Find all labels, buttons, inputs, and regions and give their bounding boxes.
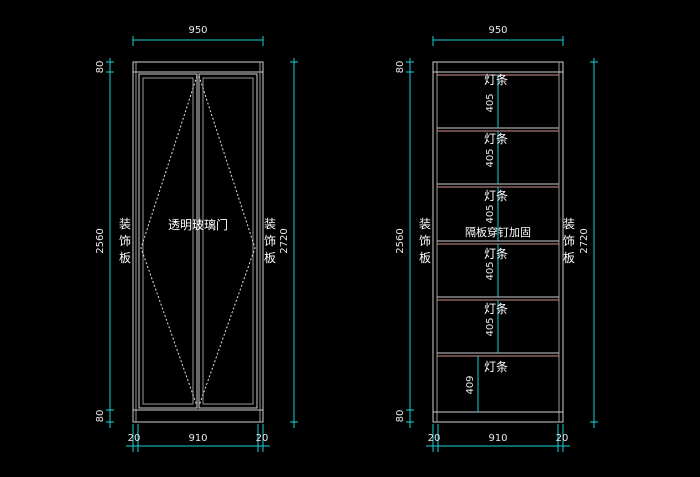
right-total-height-dimension: 2720: [579, 58, 598, 428]
left-cabinet-frame: [132, 61, 264, 423]
svg-text:灯条: 灯条: [484, 360, 508, 374]
svg-text:装: 装: [419, 217, 431, 231]
svg-text:灯条: 灯条: [484, 132, 508, 146]
left-bottom-dimensions: 20 910 20: [126, 424, 270, 452]
right-door-swing-lines: [198, 75, 256, 407]
left-decor-panel-label-left: 装 饰 板: [119, 217, 131, 265]
left-bottom-band-text: 80: [95, 410, 106, 423]
right-decor-panel-label-right: 装 饰 板: [563, 217, 575, 265]
compartment-1-height: 405: [485, 93, 496, 112]
svg-text:2560: 2560: [395, 228, 406, 253]
compartment-3-height: 405: [485, 204, 496, 223]
svg-text:80: 80: [395, 61, 406, 74]
svg-text:饰: 饰: [563, 234, 575, 248]
svg-text:20: 20: [556, 433, 569, 444]
left-door-swing-lines: [140, 75, 198, 407]
right-decor-panel-label-left: 装 饰 板: [419, 217, 431, 265]
svg-text:灯条: 灯条: [484, 73, 508, 87]
svg-text:板: 板: [563, 251, 575, 265]
svg-text:饰: 饰: [119, 234, 131, 248]
compartment-5-height: 405: [485, 317, 496, 336]
svg-text:板: 板: [264, 251, 276, 265]
svg-text:装: 装: [563, 217, 575, 231]
left-door-leaf: [138, 73, 198, 409]
compartment-height-dimensions: 405 405 405 405 405 409: [465, 75, 499, 412]
compartment-6-height: 409: [465, 375, 476, 394]
svg-text:910: 910: [488, 433, 507, 444]
left-elevation: 950 透明玻璃门 装 饰 板 装 饰 板: [95, 25, 298, 452]
svg-text:灯条: 灯条: [484, 189, 508, 203]
left-total-height-dimension: 2720: [279, 58, 298, 428]
right-cabinet-frame: [432, 61, 564, 423]
svg-text:2720: 2720: [579, 228, 590, 253]
svg-text:灯条: 灯条: [484, 302, 508, 316]
right-bottom-dimensions: 20 910 20: [426, 424, 570, 452]
light-strip-labels: 灯条 灯条 灯条 灯条 灯条 灯条: [484, 73, 508, 374]
svg-text:板: 板: [419, 251, 431, 265]
left-top-width-text: 950: [188, 25, 207, 36]
svg-text:20: 20: [256, 433, 269, 444]
svg-text:20: 20: [128, 433, 141, 444]
svg-text:20: 20: [428, 433, 441, 444]
left-inner-height-text: 2560: [95, 228, 106, 253]
left-decor-panel-label-right: 装 饰 板: [264, 217, 276, 265]
svg-text:910: 910: [188, 433, 207, 444]
svg-text:2720: 2720: [279, 228, 290, 253]
svg-text:装: 装: [264, 217, 276, 231]
compartment-4-height: 405: [485, 261, 496, 280]
left-top-band-text: 80: [95, 61, 106, 74]
right-door-leaf: [198, 73, 258, 409]
left-top-dimension: 950: [132, 25, 264, 46]
right-elevation: 950 405: [395, 25, 598, 452]
right-vertical-dimensions: 80 2560 80: [395, 58, 414, 428]
shelf-reinforcement-note: 隔板穿钉加固: [465, 225, 531, 239]
svg-text:80: 80: [395, 410, 406, 423]
svg-text:饰: 饰: [419, 234, 431, 248]
svg-text:灯条: 灯条: [484, 247, 508, 261]
right-top-dimension: 950: [432, 25, 564, 46]
svg-text:饰: 饰: [264, 234, 276, 248]
svg-text:装: 装: [119, 217, 131, 231]
svg-text:950: 950: [488, 25, 507, 36]
glass-door-label: 透明玻璃门: [168, 217, 228, 232]
left-vertical-dimensions: 80 2560 80: [95, 58, 114, 428]
svg-text:板: 板: [119, 251, 131, 265]
compartment-2-height: 405: [485, 148, 496, 167]
